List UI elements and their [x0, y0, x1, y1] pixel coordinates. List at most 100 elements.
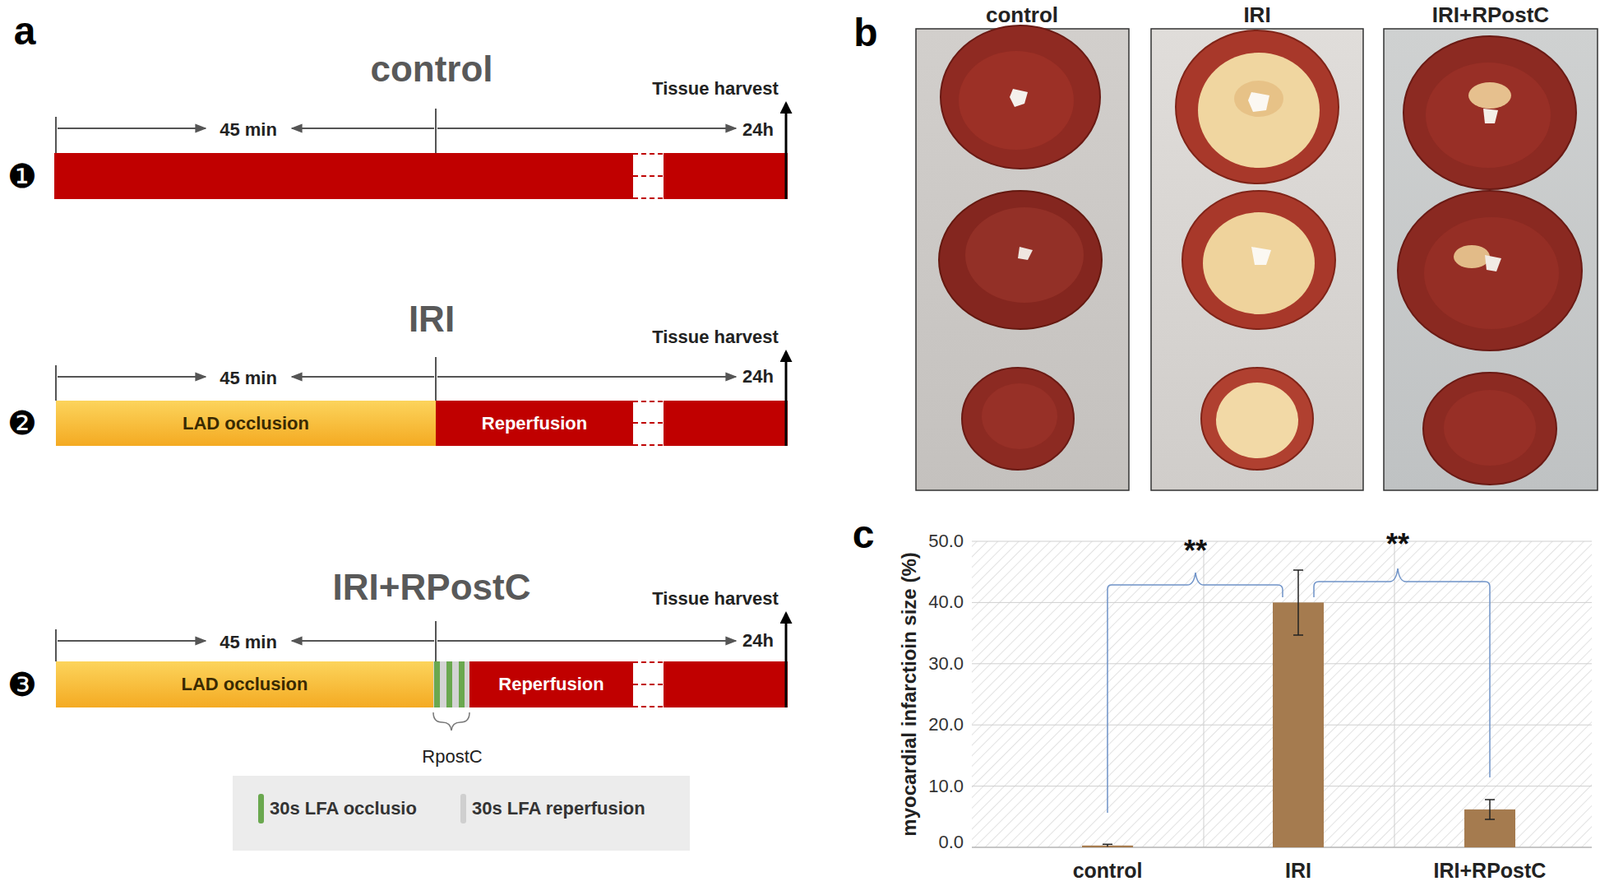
heart-slice-photo [940, 25, 1101, 169]
legend-swatch [460, 793, 467, 824]
timeline-bar [633, 661, 664, 663]
heart-slice-photo [1484, 254, 1502, 272]
heart-slice-photo [1202, 212, 1315, 315]
chart-plot-area [1394, 541, 1396, 847]
heart-slice-photo [1009, 88, 1028, 107]
heart-slice-photo [1151, 28, 1364, 491]
panel-letter: c [852, 514, 875, 555]
heart-slice-photo [1197, 52, 1320, 168]
significance-bracket [1313, 568, 1490, 777]
timeline-control [291, 127, 435, 130]
duration-label: 45 min [219, 120, 278, 139]
timeline-control [57, 127, 206, 130]
brace [433, 712, 470, 731]
chart-plot-area [971, 541, 1592, 847]
heart-slice-photo [1251, 246, 1272, 265]
timeline-bar [633, 197, 664, 199]
chart-plot-area [971, 541, 1592, 542]
reperfusion-bar: Reperfusion [435, 400, 634, 446]
group-title: IRI [408, 300, 455, 338]
category-label: IRI+RPostC [1433, 860, 1547, 881]
timeline-bar [633, 421, 664, 424]
timeline-control [434, 108, 437, 153]
timeline-bar [633, 613, 788, 708]
postconditioning-stripes [446, 661, 453, 708]
timeline-bar [633, 351, 788, 446]
timeline-rpostc [437, 639, 736, 642]
timeline-iri [55, 365, 57, 401]
heart-slice-photo [1443, 389, 1536, 466]
timeline-iri [437, 375, 736, 378]
error-bar [1297, 569, 1300, 635]
duration-label: 45 min [219, 369, 278, 388]
heart-slice-photo [1182, 190, 1336, 329]
brace-label: RpostC [421, 747, 482, 766]
error-bar [1102, 843, 1113, 846]
bar-label: LAD occlusion [182, 414, 310, 433]
timeline-iri [57, 375, 206, 378]
timeline-bar [663, 400, 788, 446]
chart-plot-area [1203, 541, 1205, 847]
legend-box [232, 775, 690, 851]
heart-slice-photo [1151, 28, 1364, 491]
chart-plot-area [971, 541, 1592, 847]
error-bar [1293, 633, 1304, 636]
timeline-control [55, 116, 57, 153]
error-bar [1293, 568, 1304, 571]
timeline-bar [633, 661, 664, 707]
chart-bar [1272, 601, 1324, 847]
timeline-bar [54, 152, 634, 199]
tick-label: 20.0 [928, 715, 964, 734]
significance-bracket [1107, 568, 1490, 813]
heart-slice-photo [938, 190, 1102, 329]
heart-slice-photo [1424, 217, 1559, 329]
tick-label: 40.0 [928, 592, 964, 611]
postconditioning-stripes [433, 661, 470, 708]
error-bar [1489, 799, 1491, 819]
chart-bar [1082, 601, 1516, 847]
timeline-rpostc [291, 639, 435, 642]
duration-label: 24h [742, 631, 774, 650]
heart-slice-photo [1423, 372, 1557, 485]
timeline-rpostc [57, 639, 206, 642]
column-heading: IRI [1243, 4, 1271, 26]
column-heading: IRI+RPostC [1432, 4, 1550, 26]
timeline-bar [785, 103, 788, 199]
timeline-bar [785, 613, 788, 708]
timeline-rpostc [55, 620, 736, 662]
group-title: IRI+RPostC [332, 568, 532, 606]
heart-slice-photo [1453, 245, 1490, 269]
group-title: control [369, 50, 493, 88]
timeline-bar [785, 351, 788, 446]
occlusion-bar: LAD occlusion [55, 661, 434, 708]
heart-slice-photo [965, 207, 1084, 303]
legend-swatch [258, 793, 264, 824]
legend-label: 30s LFA occlusio [269, 799, 417, 818]
heart-slice-photo [1403, 36, 1577, 190]
column-heading: control [985, 4, 1059, 26]
panel-letter: a [13, 11, 37, 51]
timeline-iri [434, 356, 437, 401]
significance-bracket [1107, 572, 1283, 813]
circled-number: ❷ [7, 406, 37, 440]
tick-label: 50.0 [928, 531, 964, 551]
panel-letter: b [853, 13, 878, 53]
postconditioning-stripes [458, 661, 465, 708]
significance-mark: ** [1183, 536, 1207, 566]
timeline-bar [663, 152, 788, 199]
timeline-bar [633, 705, 664, 708]
heart-slice-photo [1017, 246, 1033, 260]
category-label: control [1072, 860, 1143, 881]
timeline-bar [633, 401, 664, 445]
error-bar [1102, 569, 1495, 847]
timeline-iri [291, 375, 435, 378]
tick-label: 10.0 [928, 776, 964, 796]
duration-label: 24h [742, 367, 774, 386]
heart-slice-photo [1468, 82, 1512, 109]
heart-slice-photo [981, 383, 1058, 449]
harvest-label: Tissue harvest [652, 328, 779, 347]
heart-slice-photo [1234, 80, 1284, 117]
significance-mark: ** [1386, 529, 1410, 560]
heart-slice-photo [1216, 382, 1299, 458]
harvest-label: Tissue harvest [652, 589, 779, 608]
